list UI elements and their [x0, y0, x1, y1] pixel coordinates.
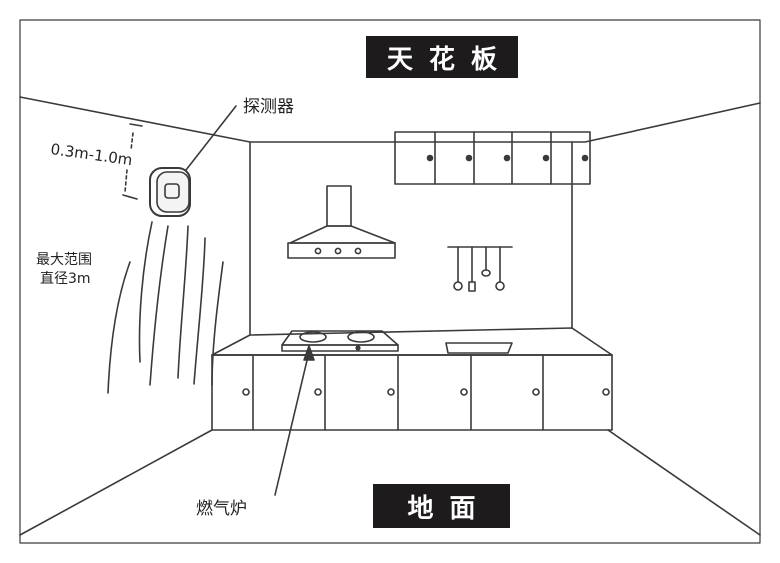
stove-leader-arrowhead — [303, 345, 315, 361]
ceiling-label-text: 天花板 — [386, 44, 513, 75]
gas-stove-label: 燃气炉 — [196, 499, 247, 519]
ceiling-label: 天花板 — [366, 36, 518, 78]
upper-cabinets — [394, 131, 591, 185]
lower-cabinets — [211, 354, 613, 431]
outer-frame — [19, 19, 761, 544]
detector-device — [149, 167, 191, 217]
floor-label: 地面 — [373, 484, 510, 528]
detector-leader-line — [185, 105, 237, 171]
detector-label: 探测器 — [243, 97, 294, 117]
range-label-line2: 直径3m — [40, 271, 91, 287]
floor-label-text: 地面 — [407, 493, 492, 524]
distance-marker — [122, 123, 143, 200]
gas-stove — [281, 330, 399, 352]
countertop — [211, 327, 613, 356]
room-outline — [19, 96, 761, 536]
utensil-rack — [447, 246, 513, 292]
range-hood — [287, 185, 396, 259]
range-label-line1: 最大范围 — [36, 252, 92, 268]
sink — [445, 342, 513, 354]
detection-range-waves — [107, 221, 224, 394]
stove-leader-line — [274, 351, 310, 496]
